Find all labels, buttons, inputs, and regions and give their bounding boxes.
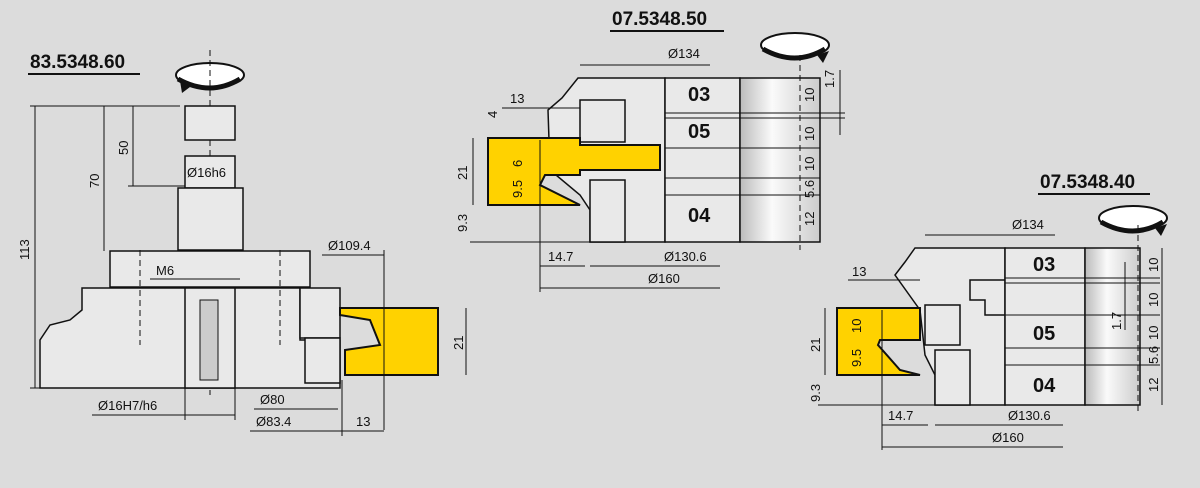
dim-1-7: 1.7 [1109,312,1124,330]
dim-row-12: 12 [1146,378,1161,392]
dim-row-10: 10 [1146,258,1161,272]
dim-6: 6 [510,160,525,167]
dim-21: 21 [455,166,470,180]
dim-row-10: 10 [802,157,817,171]
rotation-direction-icon [176,63,244,93]
dim-9-5: 9.5 [510,180,525,198]
dim-50: 50 [116,141,131,155]
knife-label-03: 03 [688,84,710,106]
dim-row-5-6: 5.6 [1146,346,1161,364]
knife-label-03: 03 [1033,254,1055,276]
dim-13: 13 [510,91,524,106]
part-number-title: 07.5348.50 [612,9,707,30]
dim-80: Ø80 [260,392,285,407]
rotation-direction-icon [761,33,829,63]
dim-row-12: 12 [802,212,817,226]
dim-160: Ø160 [992,430,1024,445]
dim-83-4: Ø83.4 [256,414,291,429]
dim-14-7: 14.7 [888,408,913,423]
dim-4: 4 [485,111,500,118]
dim-109-4: Ø109.4 [328,238,371,253]
tool-07-5348-50: 07.5348.50 03 05 04 Ø134 13 4 21 6 9.5 9… [455,9,845,292]
tool-83-5348-60: 83.5348.60 113 70 50 Ø16h6 M6 Ø109.4 21 … [17,50,467,436]
dim-134: Ø134 [668,46,700,61]
dim-row-10: 10 [802,127,817,141]
dim-m6: M6 [156,263,174,278]
knife-label-04: 04 [688,205,711,227]
dim-9-3: 9.3 [455,214,470,232]
dim-21: 21 [451,336,466,350]
dim-13: 13 [852,264,866,279]
dim-row-10: 10 [802,88,817,102]
dim-row-5-6: 5.6 [802,180,817,198]
dim-10: 10 [849,319,864,333]
dim-130-6: Ø130.6 [664,249,707,264]
dim-9-3: 9.3 [808,384,823,402]
knife-label-05: 05 [688,121,710,143]
dim-70: 70 [87,174,102,188]
dim-1-7: 1.7 [822,70,837,88]
dim-shaft-diameter: Ø16h6 [187,165,226,180]
part-number-title: 07.5348.40 [1040,172,1135,193]
dim-130-6: Ø130.6 [1008,408,1051,423]
dim-bore: Ø16H7/h6 [98,398,157,413]
dim-14-7: 14.7 [548,249,573,264]
rotation-direction-icon [1099,206,1167,236]
dim-row-10: 10 [1146,326,1161,340]
knife-label-04: 04 [1033,375,1056,397]
part-number-title: 83.5348.60 [30,52,125,73]
dim-9-5: 9.5 [849,349,864,367]
dim-160: Ø160 [648,271,680,286]
dim-21: 21 [808,338,823,352]
dim-134: Ø134 [1012,217,1044,232]
knife-label-05: 05 [1033,323,1055,345]
dim-13: 13 [356,414,370,429]
dim-113: 113 [17,239,32,260]
tool-07-5348-40: 07.5348.40 03 05 04 Ø134 13 21 10 9.5 9.… [808,172,1167,450]
dim-row-10: 10 [1146,293,1161,307]
